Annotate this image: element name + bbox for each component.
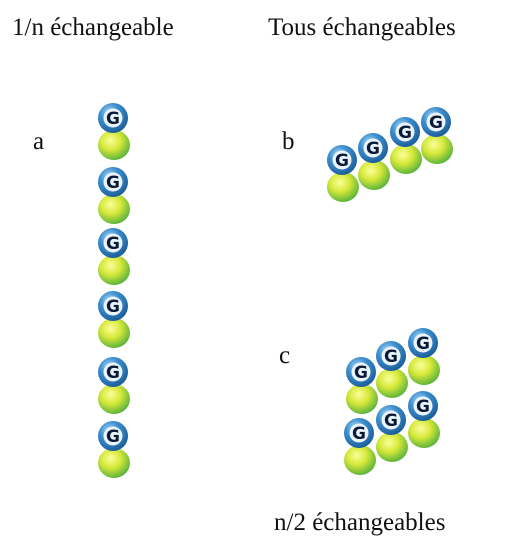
panel-a-unit-1: G	[98, 103, 130, 160]
g-letter: G	[335, 151, 349, 171]
g-letter: G	[106, 363, 120, 383]
heading-one-over-n-exchangeable: 1/n échangeable	[12, 14, 174, 41]
panel-label-a: a	[33, 128, 45, 155]
g-letter: G	[106, 297, 120, 317]
panel-b-unit-2: G	[358, 133, 390, 190]
heading-all-exchangeable: Tous échangeables	[268, 14, 456, 41]
body-sphere	[98, 318, 130, 348]
body-sphere	[98, 255, 130, 285]
body-sphere	[408, 355, 440, 385]
g-letter: G	[106, 109, 120, 129]
head-inner	[381, 346, 401, 366]
body-sphere	[358, 160, 390, 190]
panel-label-c: c	[279, 342, 291, 369]
panel-a-unit-4: G	[98, 291, 130, 348]
g-letter: G	[384, 347, 398, 367]
panel-a-unit-2: G	[98, 167, 130, 224]
body-sphere	[98, 130, 130, 160]
g-letter: G	[398, 123, 412, 143]
head-inner	[413, 333, 433, 353]
g-letter: G	[416, 397, 430, 417]
panel-c-unit-2: G	[376, 341, 408, 398]
head-inner	[351, 362, 371, 382]
panel-c-unit-3: G	[346, 357, 378, 414]
panel-b-unit-1: G	[327, 145, 359, 202]
head-inner	[103, 426, 123, 446]
panel-c-unit-4: G	[408, 391, 440, 448]
body-sphere	[421, 134, 453, 164]
g-letter: G	[106, 427, 120, 447]
head-inner	[103, 296, 123, 316]
head-inner	[103, 233, 123, 253]
head-inner	[426, 112, 446, 132]
g-letter: G	[366, 139, 380, 159]
body-sphere	[98, 194, 130, 224]
panel-c-unit-6: G	[344, 418, 376, 475]
panel-c-unit-5: G	[376, 405, 408, 462]
panel-a-unit-5: G	[98, 357, 130, 414]
head-inner	[381, 410, 401, 430]
g-letter: G	[106, 173, 120, 193]
body-sphere	[98, 384, 130, 414]
panel-c-unit-1: G	[408, 328, 440, 385]
body-sphere	[376, 368, 408, 398]
head-inner	[103, 362, 123, 382]
body-sphere	[344, 445, 376, 475]
panel-b-unit-4: G	[421, 107, 453, 164]
body-sphere	[408, 418, 440, 448]
head-inner	[395, 122, 415, 142]
panel-label-b: b	[282, 128, 295, 155]
head-inner	[103, 108, 123, 128]
g-letter: G	[352, 424, 366, 444]
g-letter: G	[354, 363, 368, 383]
body-sphere	[346, 384, 378, 414]
panel-a-unit-6: G	[98, 421, 130, 478]
head-inner	[332, 150, 352, 170]
body-sphere	[98, 448, 130, 478]
head-inner	[349, 423, 369, 443]
body-sphere	[327, 172, 359, 202]
g-letter: G	[106, 234, 120, 254]
g-letter: G	[384, 411, 398, 431]
heading-half-exchangeable: n/2 échangeables	[274, 509, 446, 536]
panel-b-unit-3: G	[390, 117, 422, 174]
head-inner	[103, 172, 123, 192]
g-letter: G	[416, 334, 430, 354]
body-sphere	[390, 144, 422, 174]
head-inner	[413, 396, 433, 416]
head-inner	[363, 138, 383, 158]
g-letter: G	[429, 113, 443, 133]
body-sphere	[376, 432, 408, 462]
panel-a-unit-3: G	[98, 228, 130, 285]
